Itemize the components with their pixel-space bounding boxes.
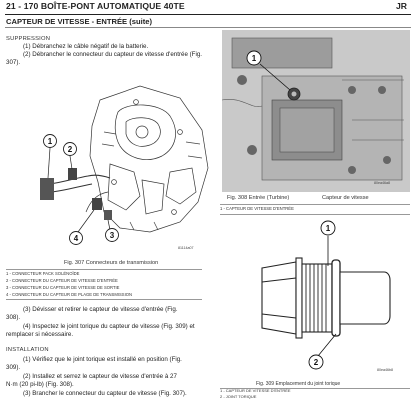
- page-header-code: JR: [396, 1, 407, 11]
- fig308-ref-code: 80ea46a8: [374, 181, 390, 185]
- fig307-callout-3: 3: [110, 231, 115, 240]
- fig307-callout-4: 4: [74, 234, 79, 243]
- step-text: (3) Brancher le connecteur du capteur de…: [23, 390, 187, 397]
- page-header: 21 - 170 BOÎTE-PONT AUTOMATIQUE 40TE JR: [0, 0, 416, 14]
- step-text: 307).: [6, 59, 21, 66]
- section-subtitle: CAPTEUR DE VITESSE - ENTRÉE (suite): [6, 17, 152, 26]
- fig308-drawing: 1: [222, 30, 410, 192]
- step-text: (2) Débrancher le connecteur du capteur …: [23, 51, 202, 58]
- fig307-callout-2: 2: [68, 145, 73, 154]
- step-text: (1) Vérifiez que le joint torique est in…: [23, 356, 182, 363]
- fig307-legend: 1 - CONNECTEUR PACK SOLÉNOÏDE 2 - CONNEC…: [6, 270, 132, 298]
- fig308-legend-divider: [220, 214, 410, 215]
- step-text: (4) Inspectez le joint torique du capteu…: [23, 323, 195, 330]
- legend-item: 4 - CONNECTEUR DU CAPTEUR DE PLAGE DE TR…: [6, 292, 133, 297]
- fig308-callout-1: 1: [252, 54, 257, 63]
- legend-item: 3 - CONNECTEUR DU CAPTEUR DE VITESSE DE …: [6, 285, 120, 290]
- step-text: (2) Installez et serrez le capteur de vi…: [23, 373, 177, 380]
- subtitle-divider: [5, 27, 411, 28]
- step-text: (1) Débranchez le câble négatif de la ba…: [23, 43, 149, 50]
- fig309-callout-1: 1: [326, 224, 331, 233]
- fig309-caption-divider: [220, 388, 410, 389]
- suppression-heading: SUPPRESSION: [6, 36, 51, 42]
- fig308-caption-right: Capteur de vitesse: [322, 195, 369, 201]
- fig307-caption-divider: [6, 269, 202, 270]
- page-title: 21 - 170 BOÎTE-PONT AUTOMATIQUE 40TE: [6, 1, 185, 11]
- solenoid-connector-shape: [40, 178, 54, 200]
- fig308-legend: 1 - CAPTEUR DE VITESSE D'ENTRÉE: [220, 206, 294, 211]
- installation-heading: INSTALLATION: [6, 347, 49, 353]
- step-text: N·m (20 pi-lb) (Fig. 308).: [6, 381, 74, 388]
- input-sensor-connector-shape: [68, 168, 77, 180]
- step-text: 308).: [6, 314, 21, 321]
- legend-item: 2 - CONNECTEUR DU CAPTEUR DE VITESSE D'E…: [6, 278, 118, 283]
- output-sensor-connector-shape: [104, 210, 112, 220]
- fig307-ref-code: 81114a07: [178, 246, 194, 250]
- legend-item: 2 - JOINT TORIQUE: [220, 394, 257, 399]
- fig309-legend: 1 - CAPTEUR DE VITESSE D'ENTRÉE 2 - JOIN…: [220, 388, 291, 400]
- fig307-callout-1: 1: [48, 137, 53, 146]
- fig308-caption-left: Fig. 308 Entrée (Turbine): [227, 195, 290, 201]
- fig307-legend-divider: [6, 299, 202, 300]
- step-text: 309).: [6, 364, 21, 371]
- header-divider: [5, 14, 411, 16]
- trs-connector-shape: [92, 198, 102, 210]
- o-ring-shape: [331, 259, 341, 337]
- fig308-caption-divider: [220, 204, 410, 205]
- step-text: (3) Dévisser et retirer le capteur de vi…: [23, 306, 178, 313]
- legend-item: 1 - CAPTEUR DE VITESSE D'ENTRÉE: [220, 388, 291, 393]
- fig309-caption: Fig. 309 Emplacement du joint torique: [256, 381, 341, 387]
- fig307-caption: Fig. 307 Connecteurs de transmission: [64, 260, 159, 266]
- fig309-ref-code: 80ea46b8: [377, 368, 393, 372]
- fig309-drawing: 1 2: [261, 220, 391, 370]
- fig309-callout-2: 2: [314, 358, 319, 367]
- step-text: remplacer si nécessaire.: [6, 331, 74, 338]
- fig307-transmission-drawing: 1 2 3 4: [40, 85, 209, 245]
- legend-item: 1 - CONNECTEUR PACK SOLÉNOÏDE: [6, 271, 80, 276]
